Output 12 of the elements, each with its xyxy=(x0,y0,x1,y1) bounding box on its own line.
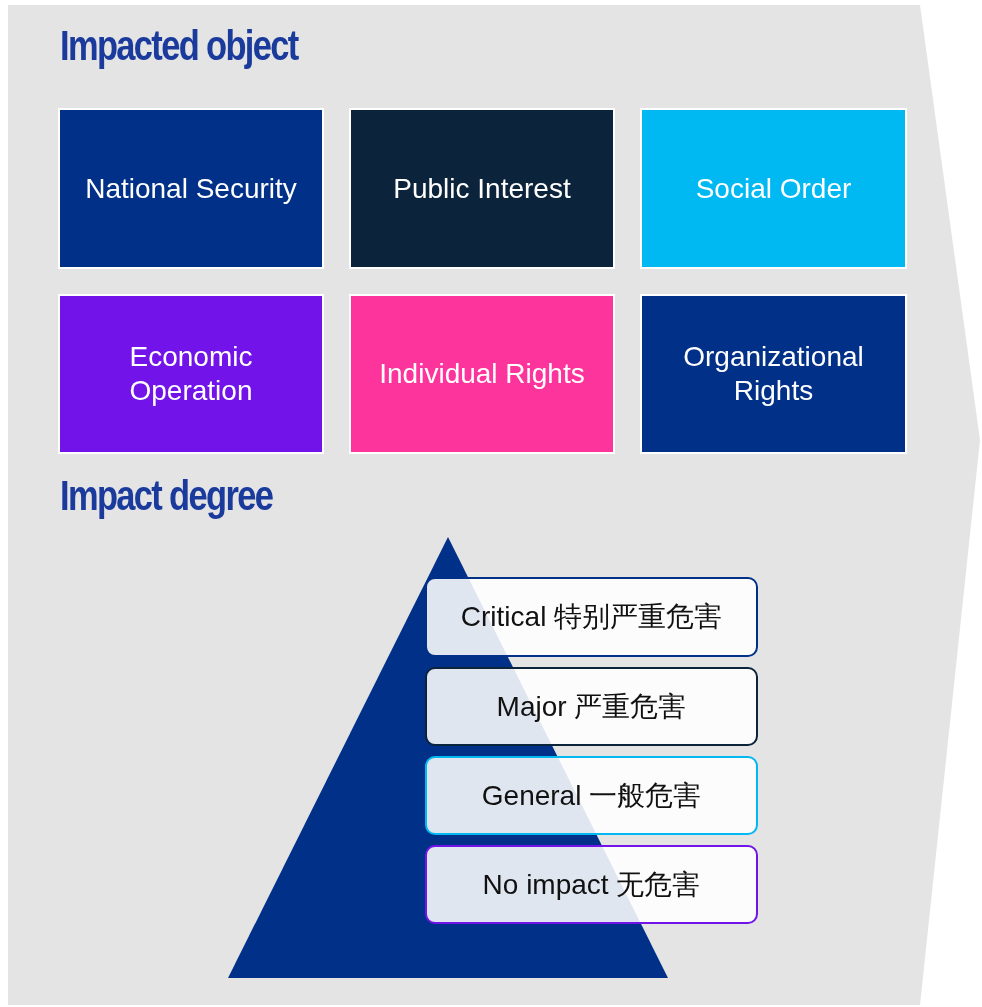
category-box: Organizational Rights xyxy=(640,294,907,454)
category-box: Public Interest xyxy=(349,108,615,269)
level-box: Critical 特别严重危害 xyxy=(425,577,758,657)
category-box: Social Order xyxy=(640,108,907,269)
category-box: Individual Rights xyxy=(349,294,615,454)
level-box: No impact 无危害 xyxy=(425,845,758,924)
category-box: Economic Operation xyxy=(58,294,324,454)
level-box: Major 严重危害 xyxy=(425,667,758,746)
level-box: General 一般危害 xyxy=(425,756,758,835)
section-heading: Impact degree xyxy=(60,472,273,520)
category-box: National Security xyxy=(58,108,324,269)
section-heading: Impacted object xyxy=(60,22,298,70)
